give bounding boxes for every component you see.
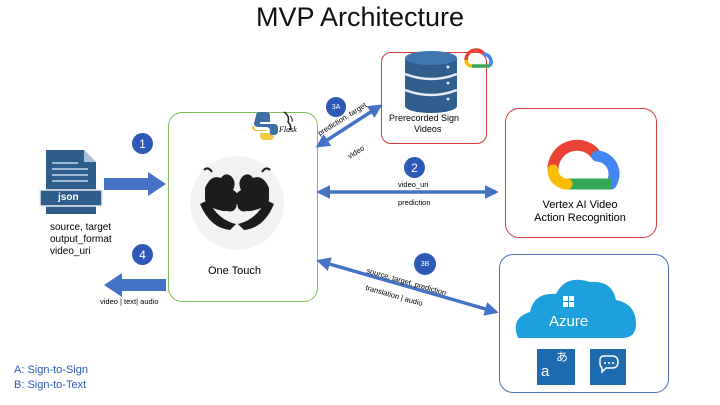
flask-label: Flask <box>279 125 297 134</box>
sign-language-hands-icon <box>190 156 284 250</box>
json-field-video-uri: video_uri <box>50 246 91 257</box>
diagram-title: MVP Architecture <box>255 2 465 32</box>
flask-icon <box>283 111 293 131</box>
step-2-badge: 2 <box>404 157 425 178</box>
vertex-label-line2: Action Recognition <box>534 212 626 224</box>
json-field-output-format: output_format <box>50 234 112 245</box>
arrow-1 <box>104 172 166 196</box>
google-cloud-icon <box>547 139 620 190</box>
step-3a-badge: 3A <box>326 97 346 117</box>
vertex-label-line1: Vertex AI Video <box>542 199 618 211</box>
vertex-ai-box <box>505 108 657 238</box>
json-doc-label: json <box>58 192 79 203</box>
windows-logo-icon <box>563 296 574 307</box>
legend-sign-to-text: B: Sign-to-Text <box>14 379 87 391</box>
arrow-2-label-top: video_uri <box>398 180 429 189</box>
database-icon <box>404 51 458 113</box>
arrow-2-label-bottom: prediction <box>398 198 431 207</box>
arrow-3a <box>315 104 383 148</box>
python-logo-icon <box>252 112 278 140</box>
step-1-badge: 1 <box>132 133 153 154</box>
json-document-icon <box>39 150 103 214</box>
chat-bubble-icon <box>590 349 626 385</box>
one-touch-label: One Touch <box>208 265 262 277</box>
google-cloud-small-icon <box>464 48 493 68</box>
translator-icon <box>537 349 575 385</box>
step-4-badge: 4 <box>132 244 153 265</box>
azure-label: Azure <box>549 313 589 330</box>
translator-glyph-b: あ <box>556 350 569 364</box>
azure-cloud-icon <box>515 279 636 338</box>
translator-glyph-a: a <box>541 363 550 380</box>
arrow-4-label: video | text| audio <box>100 297 159 306</box>
prerecorded-label-line2: Videos <box>414 124 442 134</box>
json-field-source-target: source, target <box>50 222 112 233</box>
arrow-3b <box>316 257 499 316</box>
prerecorded-label-line1: Prerecorded Sign <box>389 113 460 123</box>
step-3b-badge: 3B <box>414 253 436 275</box>
arrow-4 <box>104 273 166 297</box>
legend-sign-to-sign: A: Sign-to-Sign <box>14 364 88 376</box>
